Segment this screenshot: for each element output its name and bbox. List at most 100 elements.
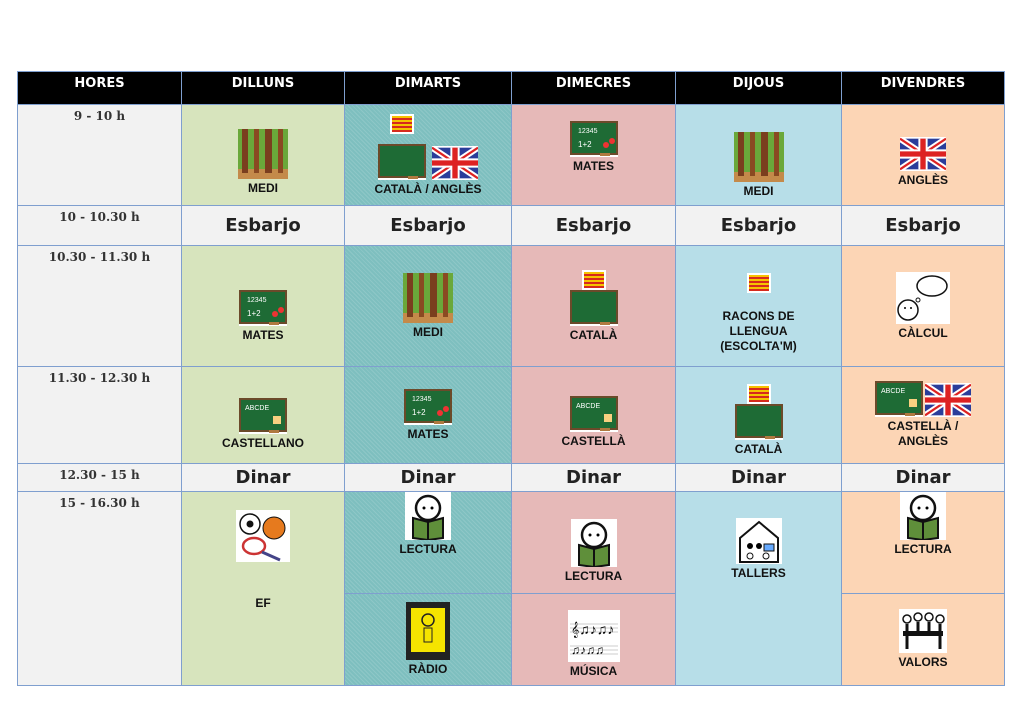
header-dimecres: DIMECRES <box>511 71 676 105</box>
lunch-cell: Dinar <box>511 463 676 492</box>
cell-divendres-r1: ANGLÈS <box>841 104 1005 206</box>
catalan-flag-icon <box>390 113 414 134</box>
cell-divendres-r3: CÀLCUL <box>841 245 1005 367</box>
subject-label: MÚSICA <box>569 664 618 678</box>
svg-text:12345: 12345 <box>247 297 267 304</box>
lunch-cell: Dinar <box>675 463 842 492</box>
subject-label: LECTURA <box>564 569 623 583</box>
time-slot: 9 - 10 h <box>17 104 182 206</box>
cell-dimarts-r3: MEDI <box>344 245 512 367</box>
svg-text:ABCDE: ABCDE <box>245 405 269 412</box>
math-board-icon: 12345 1+2 <box>404 388 452 425</box>
music-notes-icon: 𝄞♫♪♫♪ ♫♪♫♫ <box>567 610 620 662</box>
sports-balls-icon <box>236 510 290 562</box>
cell-dijous-r4: CATALÀ <box>675 366 842 464</box>
break-cell: Esbarjo <box>841 205 1005 246</box>
math-board-icon: 12345 1+2 <box>239 289 287 326</box>
time-slot: 15 - 16.30 h <box>17 491 182 686</box>
subject-label: RACONS DE LLENGUA (ESCOLTA'M) <box>720 308 797 353</box>
subject-label: LECTURA <box>894 542 952 556</box>
cell-dimarts-r6a: LECTURA <box>344 491 512 594</box>
reading-icon <box>570 519 617 569</box>
subject-label: ANGLÈS <box>897 172 948 187</box>
lunch-cell: Dinar <box>841 463 1005 492</box>
uk-flag-icon <box>430 144 480 181</box>
svg-text:1+2: 1+2 <box>578 140 592 149</box>
subject-label: CÀLCUL <box>898 325 948 340</box>
lunch-cell: Dinar <box>344 463 512 492</box>
cell-dilluns-r4: ABCDE CASTELLANO <box>181 366 345 464</box>
time-slot: 11.30 - 12.30 h <box>17 366 182 464</box>
group-table-icon <box>899 609 947 653</box>
forest-icon <box>733 131 784 182</box>
letters-board-icon: ABCDE <box>569 395 618 432</box>
subject-label: VALORS <box>898 655 948 669</box>
cell-dilluns-r3: 12345 1+2 MATES <box>181 245 345 367</box>
lunch-cell: Dinar <box>181 463 345 492</box>
cell-dimecres-r3: CATALÀ <box>511 245 676 367</box>
thinking-icon <box>896 271 950 324</box>
header-dilluns: DILLUNS <box>181 71 345 105</box>
svg-text:12345: 12345 <box>412 396 432 403</box>
cell-dilluns-r6: EF <box>181 491 345 686</box>
reading-icon <box>900 492 946 542</box>
header-dimarts: DIMARTS <box>344 71 512 105</box>
break-cell: Esbarjo <box>181 205 345 246</box>
cell-dijous-r3: RACONS DE LLENGUA (ESCOLTA'M) <box>675 245 842 367</box>
forest-icon <box>238 128 288 179</box>
break-cell: Esbarjo <box>511 205 676 246</box>
svg-text:ABCDE: ABCDE <box>576 403 600 410</box>
cell-dimarts-r6b: RÀDIO <box>344 593 512 686</box>
subject-label: MEDI <box>413 324 443 339</box>
cell-dilluns-r1: MEDI <box>181 104 345 206</box>
subject-label: EF <box>255 596 271 610</box>
svg-text:ABCDE: ABCDE <box>881 388 905 395</box>
subject-label: CASTELLANO <box>222 435 304 450</box>
cell-dimecres-r4: ABCDE CASTELLÀ <box>511 366 676 464</box>
header-dijous: DIJOUS <box>675 71 842 105</box>
cell-dijous-r1: MEDI <box>675 104 842 206</box>
chalkboard-icon <box>378 143 426 180</box>
cell-divendres-r6a: LECTURA <box>841 491 1005 594</box>
break-cell: Esbarjo <box>675 205 842 246</box>
svg-text:♫♪♫♫: ♫♪♫♫ <box>571 643 604 657</box>
subject-label: RÀDIO <box>408 662 448 676</box>
catalan-flag-icon <box>746 383 771 404</box>
subject-label: MEDI <box>743 183 774 198</box>
cell-dimecres-r6b: 𝄞♫♪♫♪ ♫♪♫♫ MÚSICA <box>511 593 676 686</box>
catalan-flag-icon <box>581 269 606 290</box>
cell-dimarts-r4: 12345 1+2 MATES <box>344 366 512 464</box>
subject-label: CASTELLÀ <box>561 433 626 448</box>
cell-divendres-r6b: VALORS <box>841 593 1005 686</box>
subject-label: CASTELLÀ / ANGLÈS <box>887 419 959 448</box>
svg-text:𝄞♫♪♫♪: 𝄞♫♪♫♪ <box>571 621 614 638</box>
header-divendres: DIVENDRES <box>841 71 1005 105</box>
chalkboard-icon <box>569 289 618 326</box>
subject-label: LECTURA <box>399 542 457 556</box>
subject-label: MATES <box>407 426 449 441</box>
chalkboard-icon <box>734 403 783 440</box>
subject-label: CATALÀ / ANGLÈS <box>374 181 482 196</box>
cell-dimecres-r6a: LECTURA <box>511 491 676 594</box>
letters-board-icon: ABCDE <box>875 381 923 417</box>
time-slot: 10 - 10.30 h <box>17 205 182 246</box>
workshop-house-icon <box>735 518 782 564</box>
radio-icon <box>406 602 450 660</box>
time-slot: 10.30 - 11.30 h <box>17 245 182 367</box>
subject-label: CATALÀ <box>569 327 618 342</box>
svg-text:1+2: 1+2 <box>412 408 426 417</box>
cell-dimarts-r1: CATALÀ / ANGLÈS <box>344 104 512 206</box>
subject-label: TALLERS <box>731 566 786 580</box>
uk-flag-icon <box>898 135 948 172</box>
svg-text:1+2: 1+2 <box>247 309 261 318</box>
catalan-flag-icon <box>746 272 771 293</box>
subject-label: MATES <box>242 327 284 342</box>
header-hores: HORES <box>17 71 182 105</box>
time-slot: 12.30 - 15 h <box>17 463 182 492</box>
uk-flag-icon <box>923 382 973 418</box>
subject-label: MEDI <box>248 180 278 195</box>
subject-label: CATALÀ <box>734 441 783 456</box>
subject-label: MATES <box>572 158 615 173</box>
cell-dijous-r6: TALLERS <box>675 491 842 686</box>
